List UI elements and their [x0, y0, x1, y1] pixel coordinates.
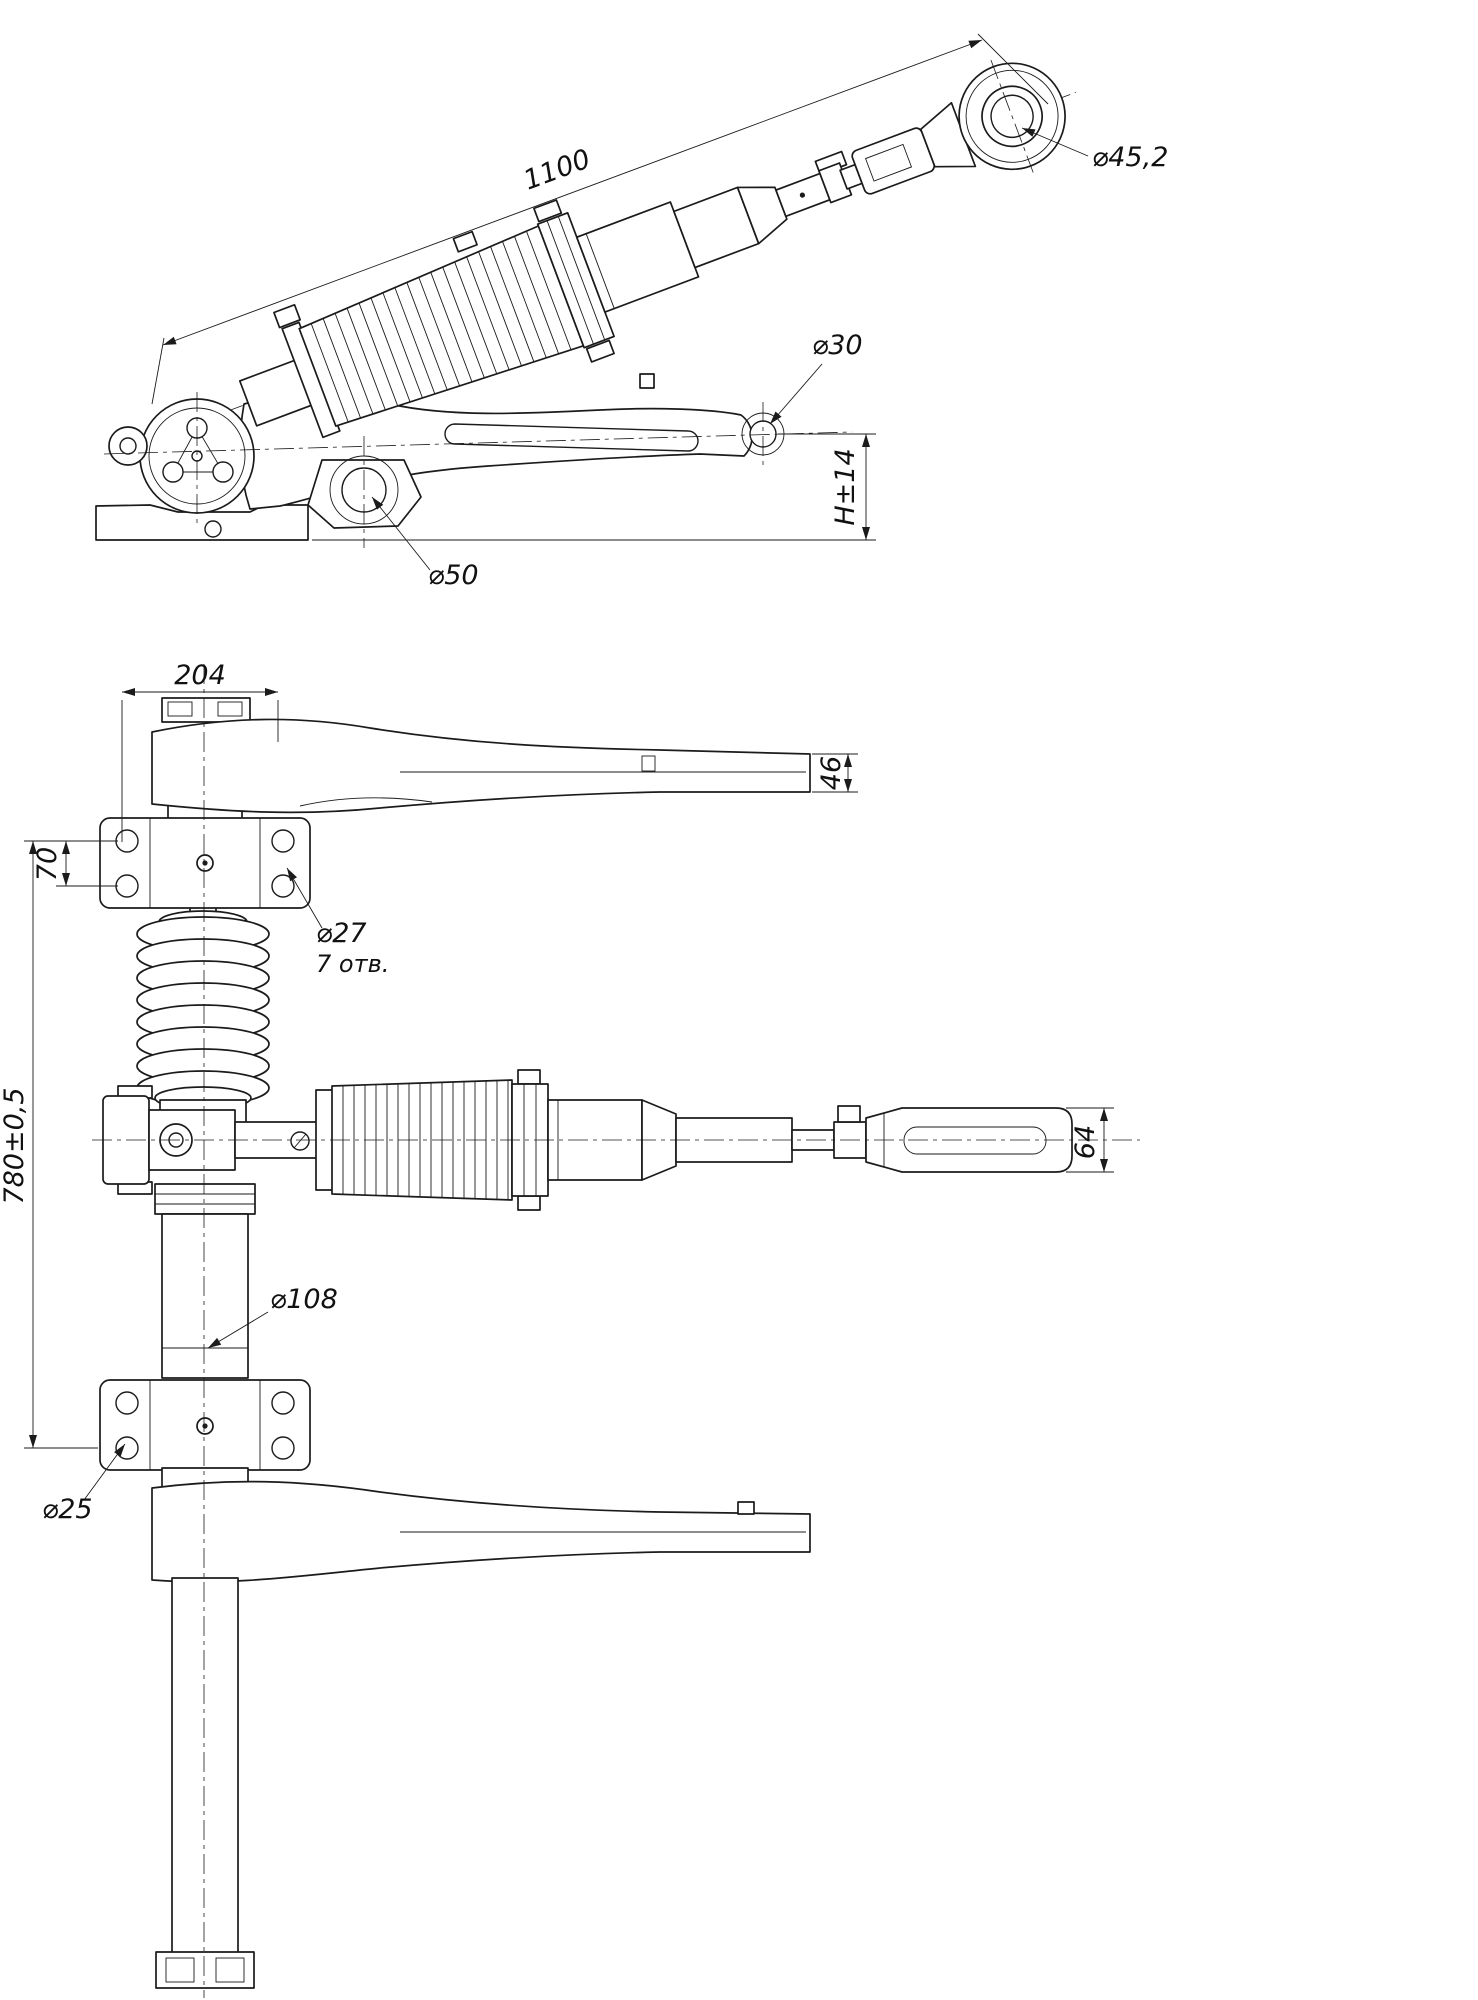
collar-bolt-bottom-front — [517, 1195, 541, 1211]
bracket-hole — [271, 1391, 295, 1415]
dim-7otv-label: 7 отв. — [316, 950, 389, 978]
hub-cap-bottom — [155, 1951, 255, 1989]
dim-25-label: ⌀25 — [42, 1494, 93, 1525]
dim-70-label: 70 — [32, 847, 63, 881]
bracket-hole — [115, 829, 139, 853]
cap-bolt — [215, 1957, 245, 1983]
bracket-hole — [271, 829, 295, 853]
front-view-dimensions: 204 46 70 ⌀27 7 отв. 780±0,5 ⌀25 ⌀108 64 — [0, 660, 1114, 1525]
dim-arm-hole-label: ⌀30 — [812, 330, 863, 361]
arm-boss-arc — [299, 797, 433, 807]
flange-hole — [212, 461, 234, 483]
end-fork-slot — [903, 1126, 1047, 1155]
nut-tab-front — [837, 1105, 861, 1123]
leader-arm-hole — [769, 363, 823, 425]
cap-bolt — [167, 701, 193, 717]
flange-hole-triangle — [172, 427, 224, 473]
plate-hole — [204, 520, 222, 538]
dim-108-label: ⌀108 — [270, 1284, 338, 1315]
dim-64-label: 64 — [1070, 1125, 1101, 1159]
cone-front — [641, 1099, 677, 1181]
leader-cylinder-dia — [207, 1311, 269, 1349]
dim-780-label: 780±0,5 — [0, 1087, 30, 1204]
leader-mount-hole — [286, 867, 323, 929]
bracket-hole — [115, 1436, 139, 1460]
leader-eye-dia — [1021, 127, 1089, 157]
dim-hub-bore-label: ⌀50 — [428, 560, 479, 591]
bolt-tab-mid — [452, 230, 478, 253]
dim-204-label: 204 — [174, 660, 226, 691]
dim-height-label: H±14 — [830, 448, 861, 525]
cap-bolt — [165, 1957, 195, 1983]
arm-centerline — [103, 431, 853, 455]
coupler-rings — [154, 1183, 256, 1215]
arm-square-hole — [641, 755, 656, 772]
bracket-hole — [115, 1391, 139, 1415]
front-view: 204 46 70 ⌀27 7 отв. 780±0,5 ⌀25 ⌀108 64 — [0, 660, 1140, 1998]
collar-bolt-top-front — [517, 1069, 541, 1085]
dim-27-label: ⌀27 — [316, 918, 367, 949]
ext-line — [977, 33, 1049, 105]
arm-slot — [444, 423, 699, 452]
bracket-hole — [271, 874, 295, 898]
arm-pin-bottom — [737, 1501, 755, 1515]
dim-46-label: 46 — [816, 756, 847, 790]
leader-pin-hole — [83, 1443, 126, 1501]
dim-line-1100 — [162, 39, 983, 346]
leader-hub-bore — [371, 496, 431, 571]
side-view: 1100 ⌀45,2 ⌀30 H±14 ⌀50 — [95, 33, 1168, 591]
cap-bolt — [217, 701, 243, 717]
arm-top-pin — [639, 373, 655, 389]
bellows-front — [331, 1079, 513, 1201]
ext-line — [151, 337, 165, 405]
bracket-hole — [115, 874, 139, 898]
bracket-hole — [271, 1436, 295, 1460]
bracket-center-dot — [202, 860, 208, 866]
left-ear-hole — [119, 437, 137, 455]
flange-hole — [162, 461, 184, 483]
coil-spring — [136, 910, 270, 1110]
link-hole-slash — [293, 1133, 307, 1149]
arm-top-front — [151, 718, 811, 814]
bracket-center-dot — [202, 1423, 208, 1429]
dim-eye-dia-label: ⌀45,2 — [1092, 142, 1168, 173]
column-lower — [171, 1577, 239, 1957]
eye-cross-centerline — [990, 60, 1034, 173]
cylinder-vertical — [161, 1213, 249, 1379]
